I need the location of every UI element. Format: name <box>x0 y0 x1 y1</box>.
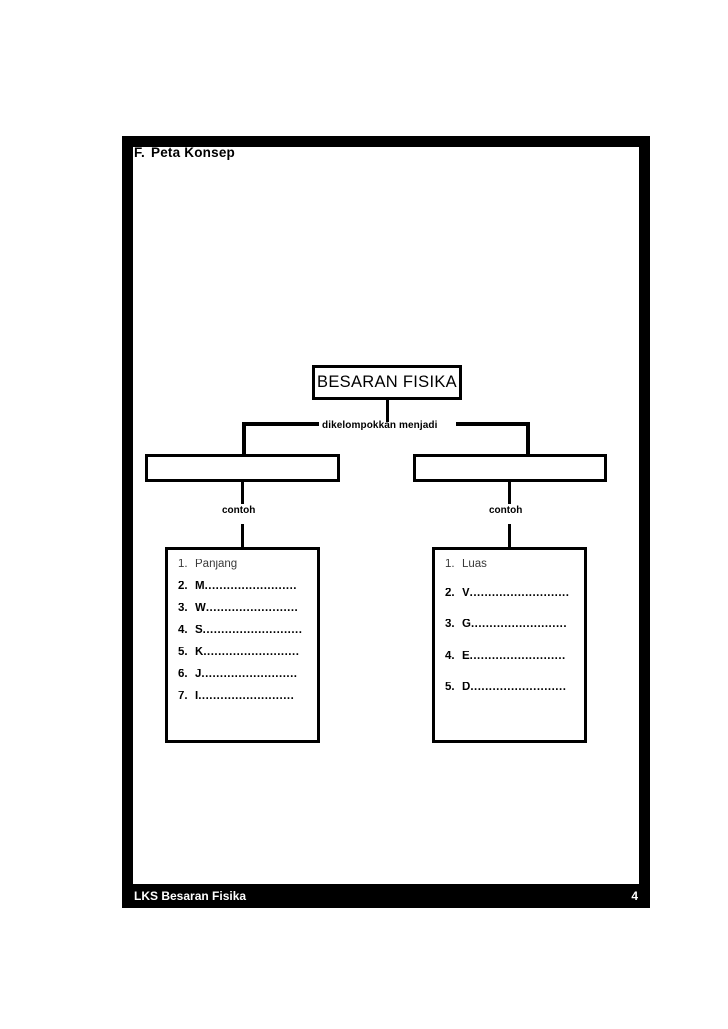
footer-title: LKS Besaran Fisika <box>134 889 247 903</box>
example-list-left: 1. Panjang 2. M ........................… <box>165 547 320 743</box>
list-item: 2. M ......................... <box>178 581 309 593</box>
list-item-leader: ........................... <box>202 625 303 636</box>
example-label-left: contoh <box>222 505 256 516</box>
list-item: 3. W ......................... <box>178 603 309 615</box>
list-item-number: 3. <box>178 603 188 614</box>
list-item-number: 1. <box>445 559 455 570</box>
list-item: 5. K .......................... <box>178 647 309 659</box>
list-item-number: 2. <box>178 581 188 592</box>
list-item-number: 5. <box>178 647 188 658</box>
connector-contoh-stem-left <box>241 482 244 504</box>
concept-map: BESARAN FISIKA dikelompokkan menjadi con… <box>122 136 650 908</box>
list-item: 6. J .......................... <box>178 669 309 681</box>
list-item-number: 6. <box>178 669 188 680</box>
concept-root-node: BESARAN FISIKA <box>312 365 462 400</box>
example-list-right: 1. Luas 2. V ...........................… <box>432 547 587 743</box>
list-item-leader: .......................... <box>469 650 566 662</box>
list-item-text: V <box>462 587 470 599</box>
list-item-number: 1. <box>178 559 188 570</box>
concept-root-label: BESARAN FISIKA <box>317 373 457 391</box>
list-item-leader: .......................... <box>201 669 298 680</box>
list-item-number: 4. <box>178 625 188 636</box>
section-title-text: Peta Konsep <box>151 145 235 160</box>
list-item-leader: .......................... <box>470 619 568 630</box>
list-item: 4. S ........................... <box>178 625 309 637</box>
list-item-text: W <box>195 603 206 614</box>
list-item: 3. G .......................... <box>445 619 576 631</box>
list-item: 1. Luas <box>445 559 576 571</box>
list-item-text: D <box>462 682 471 693</box>
connector-split-right <box>456 422 530 426</box>
list-item: 7. I .......................... <box>178 691 309 703</box>
connector-down-right <box>526 422 530 456</box>
list-item: 1. Panjang <box>178 559 309 571</box>
list-item: 5. D .......................... <box>445 682 576 694</box>
connector-root-stem <box>386 400 389 422</box>
list-item-text: S <box>195 625 203 636</box>
connector-list-stem-right <box>508 524 511 549</box>
list-item-number: 7. <box>178 691 188 702</box>
page-frame <box>122 136 650 908</box>
list-item-leader: ........................... <box>469 587 570 599</box>
list-item-leader: .......................... <box>198 691 295 702</box>
list-item: 2. V ........................... <box>445 588 576 600</box>
list-item-text: G <box>462 619 471 630</box>
list-item-leader: .......................... <box>470 682 567 693</box>
list-item-text: E <box>462 650 470 662</box>
list-item-text: I <box>195 691 199 702</box>
list-item: 4. E .......................... <box>445 651 576 663</box>
page-title: F. Peta Konsep <box>134 145 235 160</box>
connector-list-stem-left <box>241 524 244 549</box>
list-item-leader: ......................... <box>204 581 297 592</box>
connector-split-left <box>242 422 319 426</box>
example-label-right: contoh <box>489 505 523 516</box>
concept-branch-box-left <box>145 454 340 482</box>
list-item-number: 4. <box>445 650 455 662</box>
page-footer: LKS Besaran Fisika 4 <box>122 884 650 908</box>
list-item-text: K <box>195 647 204 658</box>
list-item-leader: .......................... <box>203 647 300 658</box>
list-item-text: J <box>195 669 202 680</box>
connector-contoh-stem-right <box>508 482 511 504</box>
list-item-text: Panjang <box>195 559 238 570</box>
list-item-text: Luas <box>462 559 487 570</box>
list-item-number: 5. <box>445 682 455 693</box>
section-letter: F. <box>134 145 145 160</box>
footer-page-number: 4 <box>631 889 638 903</box>
connector-down-left <box>242 422 246 456</box>
list-item-leader: ......................... <box>205 603 299 614</box>
concept-branch-box-right <box>413 454 607 482</box>
relation-label: dikelompokkan menjadi <box>322 420 438 431</box>
list-item-number: 3. <box>445 619 455 630</box>
list-item-number: 2. <box>445 587 455 599</box>
list-item-text: M <box>195 581 205 592</box>
